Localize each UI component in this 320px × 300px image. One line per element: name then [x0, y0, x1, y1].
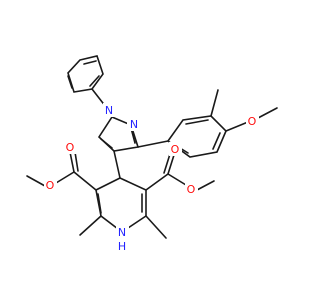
dhp-double-bond-left	[97, 193, 102, 214]
left-carbonyl-double-bond	[69, 151, 75, 173]
methoxy-o-label-bg	[246, 114, 259, 128]
right-ether-o-label: O	[187, 183, 196, 196]
left-ether-o-bond	[55, 171, 75, 184]
pyrazole-to-c4-bond	[113, 150, 121, 179]
right-carbonyl-double-bond	[167, 154, 175, 175]
methyl-left-bond	[79, 215, 102, 236]
n2-label: N	[130, 118, 138, 131]
nh-h-label: H	[118, 240, 126, 253]
left-carbonyl-double-bond-2	[74, 151, 79, 172]
dihydropyridine-ring	[95, 177, 147, 233]
nh-n-label: N	[118, 226, 126, 239]
n2-label-bg	[127, 117, 141, 131]
aryl-to-methoxy-o-bond	[225, 121, 249, 132]
n1-label: N	[105, 104, 113, 117]
left-carbonyl-o-label: O	[66, 141, 75, 154]
methoxy-o-label: O	[248, 115, 257, 128]
nh-label-bg	[116, 224, 129, 252]
right-carbonyl-o-label: O	[171, 143, 180, 156]
left-ether-o-label-bg	[44, 178, 57, 192]
phenyl-inner-bonds	[67, 60, 100, 89]
n1-label-bg	[103, 103, 115, 117]
left-ester-c-bond	[73, 171, 97, 191]
right-carbonyl-double-bond-2	[163, 153, 171, 174]
right-methyl-ester-bond	[196, 180, 215, 191]
methyl-right-bond	[145, 215, 167, 239]
pyrazole-double-bond-b	[100, 138, 113, 149]
right-ether-o-label-bg	[185, 182, 198, 196]
right-ether-o-bond	[167, 173, 187, 186]
atom-labels: N N O O O O O N H	[44, 103, 259, 253]
phenyl-ring	[67, 55, 104, 93]
methoxy-o-to-methyl-bond	[257, 107, 278, 119]
left-methyl-ester-bond	[26, 175, 46, 187]
pyrazole-to-aryl-bond	[137, 140, 169, 148]
left-carbonyl-o-label-bg	[64, 140, 77, 154]
left-ether-o-label: O	[46, 179, 55, 192]
right-ester-c-bond	[145, 173, 169, 191]
right-carbonyl-o-label-bg	[169, 142, 182, 156]
methyl-bond	[210, 89, 219, 117]
molecule-structure: N N O O O O O N H	[26, 55, 278, 253]
